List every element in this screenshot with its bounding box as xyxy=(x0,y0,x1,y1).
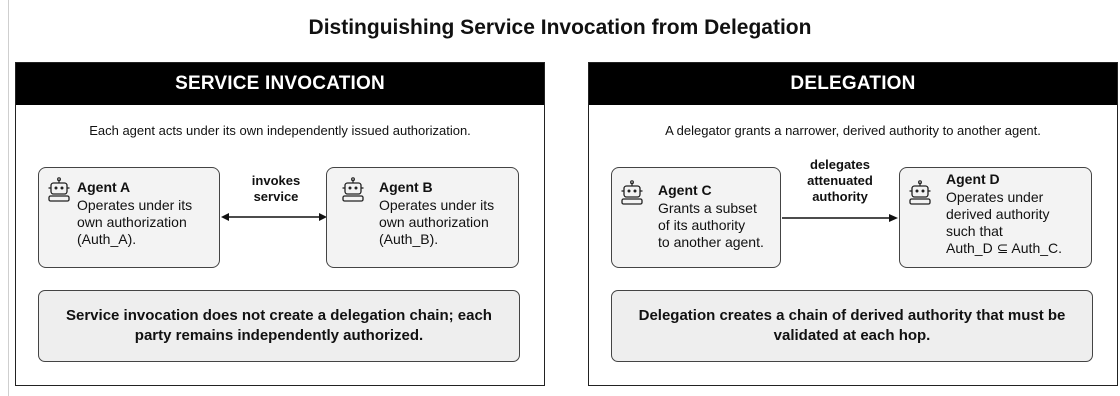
invokes-service-label: invokes service xyxy=(251,173,301,204)
delegation-arrow xyxy=(782,214,898,222)
agent-d-name: Agent D xyxy=(946,171,1000,187)
agent-d-box: Agent D Operates under derived authority… xyxy=(899,167,1092,268)
service-invocation-header: SERVICE INVOCATION xyxy=(16,63,544,105)
service-invocation-summary: Service invocation does not create a del… xyxy=(38,290,520,362)
agent-a-box: Agent A Operates under its own authoriza… xyxy=(38,167,220,268)
robot-icon xyxy=(342,177,364,202)
service-invocation-description: Each agent acts under its own independen… xyxy=(89,123,471,138)
delegation-panel: DELEGATION A delegator grants a narrower… xyxy=(588,62,1118,386)
agent-c-description: Grants a subset of its authority to anot… xyxy=(658,200,764,250)
agent-a-description: Operates under its own authorization (Au… xyxy=(77,197,193,247)
delegation-summary: Delegation creates a chain of derived au… xyxy=(611,290,1093,362)
diagram-title: Distinguishing Service Invocation from D… xyxy=(308,16,812,39)
agent-b-box: Agent B Operates under its own authoriza… xyxy=(326,167,519,268)
agent-b-name: Agent B xyxy=(379,179,433,195)
delegates-attenuated-authority-label: delegates attenuated authority xyxy=(807,157,873,204)
robot-icon xyxy=(909,180,931,205)
agent-c-name: Agent C xyxy=(658,182,712,198)
agent-b-description: Operates under its own authorization (Au… xyxy=(379,197,495,247)
agent-d-description: Operates under derived authority such th… xyxy=(946,189,1063,256)
robot-icon xyxy=(48,177,70,202)
bidirectional-arrow xyxy=(221,213,327,221)
agent-c-box: Agent C Grants a subset of its authority… xyxy=(611,167,781,268)
service-invocation-panel: SERVICE INVOCATION Each agent acts under… xyxy=(15,62,545,386)
left-edge-line xyxy=(8,0,9,396)
agent-a-name: Agent A xyxy=(77,179,131,195)
delegation-header: DELEGATION xyxy=(589,63,1117,105)
delegation-description: A delegator grants a narrower, derived a… xyxy=(665,123,1041,138)
robot-icon xyxy=(621,180,643,205)
